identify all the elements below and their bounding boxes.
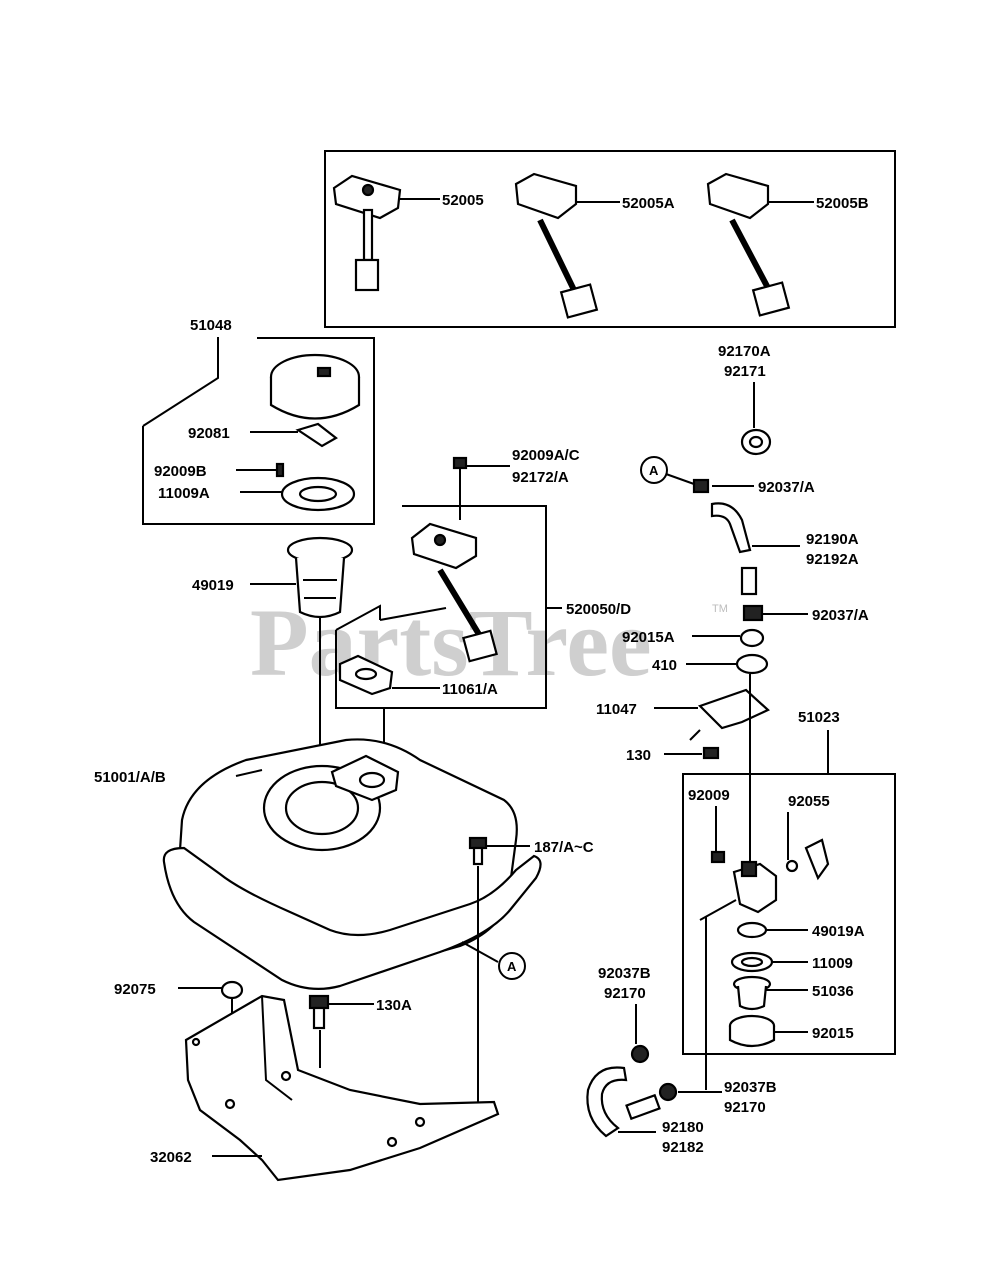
- callout-92009[interactable]: 92009: [688, 787, 730, 804]
- leader-gasket-link: [379, 607, 447, 621]
- callout-92081[interactable]: 92081: [188, 425, 230, 442]
- fuel-cap[interactable]: [269, 353, 361, 420]
- callout-11061A[interactable]: 11061/A: [442, 681, 498, 698]
- screw-92009[interactable]: [710, 850, 726, 864]
- callout-32062[interactable]: 32062: [150, 1149, 192, 1166]
- fuel-hose-92180[interactable]: [586, 1066, 628, 1138]
- leader-refA2: [461, 941, 499, 963]
- clamp-92037B-2[interactable]: [658, 1082, 678, 1102]
- callout-92190A[interactable]: 92190A: [806, 531, 859, 548]
- callout-92192A[interactable]: 92192A: [806, 551, 859, 568]
- callout-52005[interactable]: 52005: [442, 192, 484, 209]
- callout-520050D[interactable]: 520050/D: [566, 601, 631, 618]
- tank-bracket-32062[interactable]: [184, 994, 500, 1182]
- clamp-92037A-1[interactable]: [692, 478, 710, 494]
- cap-assembly-box: [142, 337, 375, 525]
- callout-92075[interactable]: 92075: [114, 981, 156, 998]
- callout-52005B[interactable]: 52005B: [816, 195, 869, 212]
- nut-92015[interactable]: [728, 1014, 776, 1048]
- leader-gasket-bend: [335, 604, 381, 631]
- callout-92015[interactable]: 92015: [812, 1025, 854, 1042]
- clamp-92037A-2[interactable]: [742, 604, 764, 622]
- filter-49019A[interactable]: [736, 921, 768, 939]
- callout-51023[interactable]: 51023: [798, 709, 840, 726]
- gauge-variants-box: [324, 150, 896, 328]
- cup-51036[interactable]: [732, 975, 772, 1011]
- gasket-bracket: [335, 630, 402, 709]
- callout-52005A[interactable]: 52005A: [622, 195, 675, 212]
- callout-410[interactable]: 410: [652, 657, 677, 674]
- gauge-520050D[interactable]: [410, 522, 498, 663]
- leader-refA1: [665, 473, 695, 485]
- callout-92037A-1[interactable]: 92037/A: [758, 479, 815, 496]
- bolt-187AC[interactable]: [468, 836, 488, 866]
- callout-51036[interactable]: 51036: [812, 983, 854, 1000]
- gasket-11061A[interactable]: [338, 654, 394, 696]
- fuel-filter-49019[interactable]: [286, 536, 354, 619]
- callout-92170-2[interactable]: 92170: [724, 1099, 766, 1116]
- ref-label-A1[interactable]: A: [649, 463, 659, 478]
- callout-92037B-1[interactable]: 92037B: [598, 965, 651, 982]
- callout-130[interactable]: 130: [626, 747, 651, 764]
- callout-92180[interactable]: 92180: [662, 1119, 704, 1136]
- callout-92037A-2[interactable]: 92037/A: [812, 607, 869, 624]
- gauge-52005A[interactable]: [514, 172, 599, 319]
- callout-49019A[interactable]: 49019A: [812, 923, 865, 940]
- callout-92009AC[interactable]: 92009A/C: [512, 447, 580, 464]
- callout-51048[interactable]: 51048: [190, 317, 232, 334]
- fuel-cock-body[interactable]: [732, 860, 778, 914]
- screw-92009AC[interactable]: [452, 456, 468, 470]
- cap-strap-92081[interactable]: [295, 422, 338, 448]
- clamp-92037B-1[interactable]: [630, 1044, 650, 1064]
- oring-92055[interactable]: [785, 859, 799, 873]
- fuel-cock-lever[interactable]: [804, 838, 830, 881]
- fuel-cock-box: [682, 773, 896, 1055]
- ref-circle-A1: [640, 456, 668, 484]
- callout-92170-1[interactable]: 92170: [604, 985, 646, 1002]
- plug-92075[interactable]: [220, 980, 244, 1000]
- bracket-11047[interactable]: [689, 688, 770, 741]
- callout-51001AB[interactable]: 51001/A/B: [94, 769, 166, 786]
- screw-92009B[interactable]: [275, 462, 285, 478]
- fuel-hose-92190A[interactable]: [710, 502, 752, 554]
- callout-92171[interactable]: 92171: [724, 363, 766, 380]
- hose-end[interactable]: [625, 1093, 661, 1121]
- callout-92015A[interactable]: 92015A: [622, 629, 675, 646]
- washer-410[interactable]: [735, 653, 769, 675]
- callout-92172A[interactable]: 92172/A: [512, 469, 569, 486]
- gauge-52005B[interactable]: [706, 172, 791, 317]
- callout-11009[interactable]: 11009: [812, 955, 853, 972]
- bolt-130A[interactable]: [308, 994, 330, 1030]
- leader-51048: [142, 337, 219, 427]
- hose-joint[interactable]: [740, 566, 758, 596]
- callout-187AC[interactable]: 187/A~C: [534, 839, 594, 856]
- callout-49019[interactable]: 49019: [192, 577, 234, 594]
- callout-92055[interactable]: 92055: [788, 793, 830, 810]
- callout-92170A[interactable]: 92170A: [718, 343, 771, 360]
- ref-circle-A2: [498, 952, 526, 980]
- clamp-92170A[interactable]: [740, 428, 772, 456]
- gauge-52005[interactable]: [332, 174, 402, 292]
- watermark-trademark: TM: [712, 603, 728, 615]
- callout-92037B-2[interactable]: 92037B: [724, 1079, 777, 1096]
- bolt-130[interactable]: [702, 746, 720, 760]
- callout-11047[interactable]: 11047: [596, 701, 637, 718]
- gasket-11009A[interactable]: [280, 476, 356, 512]
- callout-11009A[interactable]: 11009A: [158, 485, 210, 502]
- fuel-tank-51001AB[interactable]: [162, 738, 542, 991]
- leader-51001AB: [235, 769, 263, 777]
- ref-label-A2[interactable]: A: [507, 959, 517, 974]
- callout-92009B[interactable]: 92009B: [154, 463, 207, 480]
- nut-92015A[interactable]: [739, 628, 765, 648]
- callout-92182[interactable]: 92182: [662, 1139, 704, 1156]
- gasket-11009[interactable]: [730, 951, 774, 973]
- callout-130A[interactable]: 130A: [376, 997, 412, 1014]
